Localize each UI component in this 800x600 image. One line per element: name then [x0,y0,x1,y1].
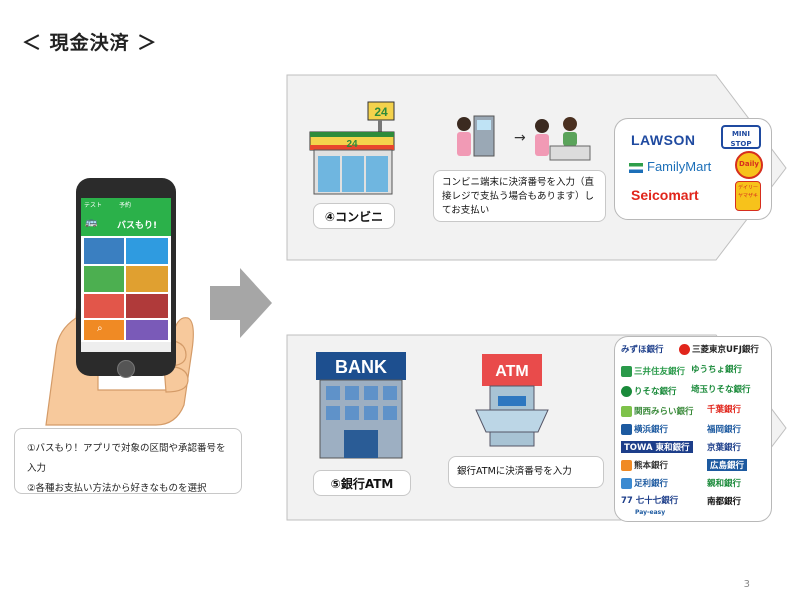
bank-logo-text: 熊本銀行 [634,461,669,471]
familymart-logo: FamilyMart [629,159,711,174]
page-title: ＜ 現金決済 ＞ [22,32,158,54]
bank-logo: 77 七十七銀行 [621,496,679,506]
app-tile[interactable] [126,294,168,318]
bank-logo: 南都銀行 [707,497,742,507]
bank-logo: 福岡銀行 [707,425,742,435]
bank-logo-text: 足利銀行 [634,479,669,489]
app-tile[interactable] [126,238,168,264]
kiosk-to-register-illustration: → [457,115,591,161]
search-tile[interactable]: ⌕ [84,320,124,340]
app-status-bar: テスト 予約 [81,198,171,210]
bank-logo: 三菱東京UFJ銀行 [679,343,759,355]
bank-logo: りそな銀行 [621,385,677,397]
app-tile[interactable] [84,266,124,292]
bank-logo: TOWA 東和銀行 [621,441,693,453]
bank-logo-text: 三井住友銀行 [634,367,686,377]
bank-mark-icon [621,406,632,417]
instruction-line: ①バスもり！アプリで対象の区間や承認番号を入力 [27,443,226,474]
bank-building-icon: BANK [316,352,406,459]
status-left-text: テスト [84,202,103,209]
arrow-right-icon [210,268,272,338]
page-number: 3 [743,579,750,590]
home-button [117,360,135,378]
bank-logo: みずほ銀行 [621,345,664,355]
instructions-box: ①バスもり！アプリで対象の区間や承認番号を入力 ②各種お支払い方法から好きなもの… [14,428,242,494]
bank-logo: 横浜銀行 [621,423,668,435]
bank-logo: 広島銀行 [707,459,748,471]
app-header: 🚌 バスもり! [81,210,171,236]
bank-logo-text: 横浜銀行 [634,425,669,435]
store-sign-text-small: 24 [346,139,358,150]
bank-description: 銀行ATMに決済番号を入力 [448,456,604,488]
seicomart-logo: Seicomart [631,187,699,203]
familymart-mark-icon [629,162,643,173]
convenience-label: ④コンビニ [313,203,395,229]
bank-logo-text: 関西みらい銀行 [634,407,694,417]
bank-logo: 熊本銀行 [621,459,668,471]
bank-logo: 関西みらい銀行 [621,405,694,417]
bank-mark-icon [621,386,632,397]
payeasy-logo: Pay-easy [635,509,666,516]
atm-icon: ATM [475,354,549,447]
bank-logo: ゆうちょ銀行 [691,365,743,375]
bank-logo: 千葉銀行 [707,405,742,415]
convenience-description: コンビニ端末に決済番号を入力（直接レジで支払う場合もあります）してお支払い [433,170,606,222]
search-icon: ⌕ [97,323,103,334]
svg-text:→: → [514,130,526,146]
bank-mark-icon [679,344,690,355]
daily-yamazaki-logo: デイリーヤマザキ [735,181,761,211]
convenience-store-icon: 24 24 [309,101,395,195]
bank-logo: 親和銀行 [707,479,742,489]
bank-logo-text: りそな銀行 [634,387,677,397]
bottom-tab-bar [81,342,171,352]
convenience-logos-box: LAWSON MINI STOP FamilyMart Daily Seicom… [614,118,772,220]
app-tile[interactable] [126,266,168,292]
bank-mark-icon [621,366,632,377]
bank-label: ⑤銀行ATM [313,470,411,496]
app-tile[interactable] [84,238,124,264]
bank-mark-icon [621,460,632,471]
bank-logos-box: みずほ銀行 三井住友銀行 りそな銀行 関西みらい銀行 横浜銀行 TOWA 東和銀… [614,336,772,522]
bank-sign-text: BANK [335,357,387,377]
bank-mark-icon [621,424,632,435]
bank-logo: 三井住友銀行 [621,365,685,377]
app-tile[interactable] [84,294,124,318]
app-name: バスもり! [117,221,158,231]
phone-screen: テスト 予約 🚌 バスもり! ⌕ [81,198,171,352]
bank-logo: 京葉銀行 [707,443,742,453]
daily-logo: Daily [735,151,763,179]
card-tile[interactable] [126,320,168,340]
atm-sign-text: ATM [495,363,528,380]
store-sign-text: 24 [374,105,388,119]
ministop-logo: MINI STOP [721,125,761,149]
bank-mark-icon [621,478,632,489]
bank-logo: 埼玉りそな銀行 [691,385,751,395]
lawson-logo: LAWSON [631,132,696,148]
instruction-line: ②各種お支払い方法から好きなものを選択 [27,483,207,494]
bank-logo-text: 三菱東京UFJ銀行 [692,345,759,355]
bank-logo: 足利銀行 [621,477,668,489]
bus-icon: 🚌 [85,217,98,228]
status-center-text: 予約 [119,202,132,209]
familymart-logo-text: FamilyMart [647,159,712,174]
